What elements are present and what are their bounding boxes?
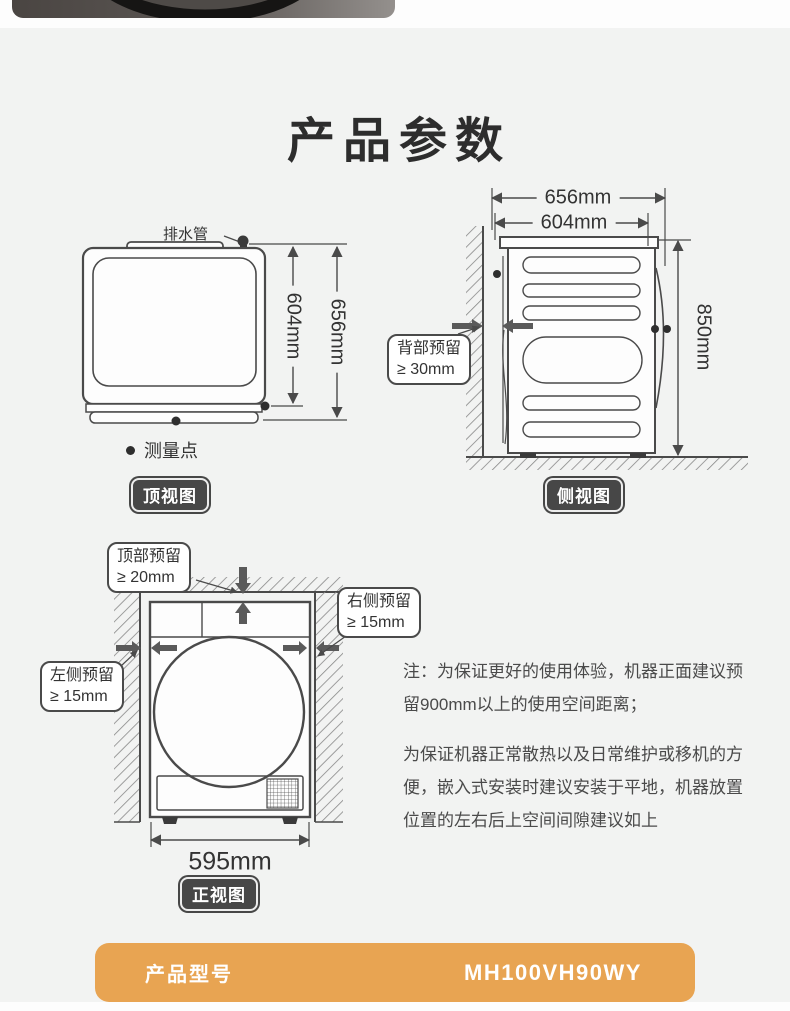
- drain-pipe-label: 排水管: [163, 226, 209, 243]
- door-circle: [152, 635, 306, 789]
- callout-left-leader: [120, 650, 138, 667]
- top-clearance-callout: 顶部预留 ≥ 20mm: [107, 542, 192, 594]
- door-bulge: [655, 267, 665, 409]
- photo-strip-art: [12, 0, 395, 18]
- callout-line1: 左侧预留: [50, 667, 115, 684]
- side-view-diagram: [452, 188, 748, 470]
- front-view-badge: 正视图: [180, 877, 258, 911]
- dim-label-850-side-view: 850mm: [692, 303, 715, 371]
- note-paragraph-2: 为保证机器正常散热以及日常维护或移机的方便，嵌入式安装时建议安装于平地，机器放置…: [403, 745, 743, 830]
- product-photo-strip: [12, 0, 395, 18]
- drain-hose-curve: [502, 329, 508, 445]
- dim-label-656-top-view: 656mm: [325, 291, 349, 373]
- callout-line2: ≥ 30mm: [397, 361, 455, 379]
- foot: [520, 453, 536, 458]
- callout-right-leader: [317, 635, 347, 657]
- drain-pipe-knob: [237, 235, 249, 247]
- callout-top-leader: [195, 579, 238, 594]
- right-clearance-callout: 右侧预留 ≥ 15mm: [337, 587, 422, 639]
- drain-leader-line: [223, 235, 241, 243]
- machine-side-outline: [507, 247, 656, 454]
- dim-label-604-top-view: 604mm: [281, 285, 305, 367]
- machine-top-outline: [81, 246, 267, 406]
- foot: [162, 817, 178, 824]
- callout-back-leader: [457, 325, 480, 335]
- vent-slots: [522, 256, 643, 438]
- dim-label-604-side-view: 604mm: [532, 211, 616, 235]
- floor-hatch: [466, 457, 748, 470]
- measurement-point-dot: [260, 401, 270, 411]
- measurement-point-dot: [493, 270, 501, 278]
- product-model-bar: 产品型号 MH100VH90WY: [95, 943, 695, 1002]
- callout-line2: ≥ 20mm: [117, 569, 175, 587]
- machine-top-cover: [499, 236, 659, 249]
- model-number: MH100VH90WY: [464, 959, 642, 985]
- foot: [282, 817, 298, 824]
- callout-line1: 右侧预留: [347, 593, 412, 610]
- page-title: 产品参数: [286, 115, 511, 168]
- measurement-point-dot: [663, 325, 671, 333]
- model-label: 产品型号: [145, 964, 233, 986]
- top-view-badge: 顶视图: [131, 478, 209, 512]
- measurement-point-legend: 测量点: [126, 437, 198, 463]
- front-view-diagram: [114, 567, 347, 847]
- machine-base-top: [85, 403, 263, 413]
- bottom-drawer: [156, 775, 304, 811]
- dim-label-656-side-view: 656mm: [536, 186, 620, 210]
- bottom-white-strip: [0, 1002, 790, 1011]
- left-clearance-callout: 左侧预留 ≥ 15mm: [40, 661, 125, 713]
- callout-line2: ≥ 15mm: [50, 688, 108, 706]
- dim-label-595-front-view: 595mm: [188, 847, 272, 876]
- installation-notes: 注：为保证更好的使用体验，机器正面建议预留900mm以上的使用空间距离； 为保证…: [403, 655, 755, 837]
- back-clearance-callout: 背部预留 ≥ 30mm: [387, 334, 472, 386]
- legend-label: 测量点: [144, 441, 198, 461]
- top-view-diagram: [81, 235, 347, 426]
- legend-dot-icon: [126, 445, 135, 455]
- note-paragraph-1: 注：为保证更好的使用体验，机器正面建议预留900mm以上的使用空间距离；: [403, 662, 743, 714]
- measurement-point-dot: [651, 325, 659, 333]
- callout-line2: ≥ 15mm: [347, 614, 405, 632]
- foot: [630, 453, 646, 458]
- vent-grille: [266, 778, 299, 809]
- callout-line1: 顶部预留: [117, 548, 182, 565]
- machine-lid-outline: [92, 257, 257, 387]
- wall-hatch: [466, 226, 483, 457]
- callout-line1: 背部预留: [397, 340, 462, 357]
- measurement-point-dot: [171, 416, 181, 426]
- side-view-badge: 侧视图: [545, 478, 623, 512]
